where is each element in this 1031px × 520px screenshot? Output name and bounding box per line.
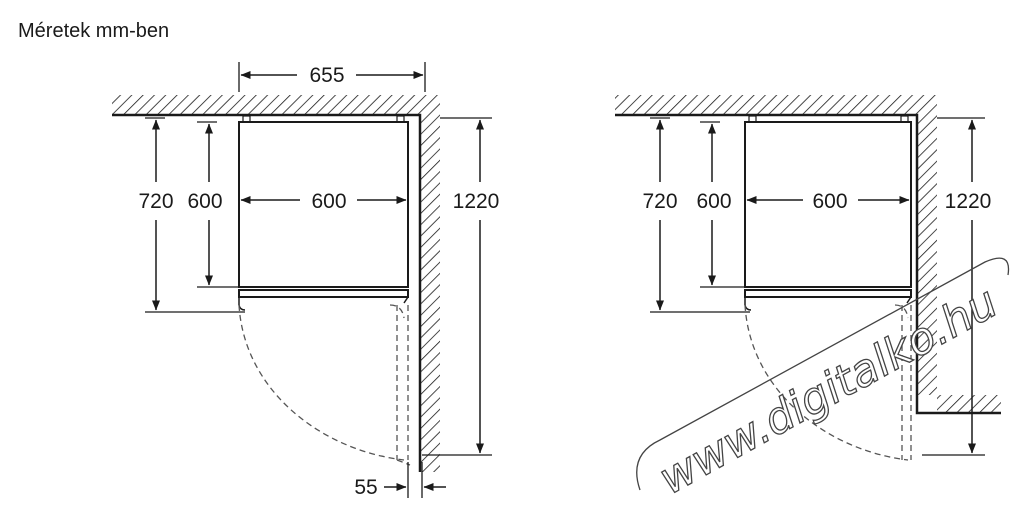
right-height-unit-label: 600 [696, 190, 731, 213]
left-dimension-lines [152, 71, 484, 491]
diagram-title: Méretek mm-ben [18, 20, 170, 42]
left-appliance [238, 115, 409, 311]
right-door-swing [744, 304, 912, 461]
right-dimension-lines [656, 119, 976, 454]
right-bottom-wall-hatch [937, 395, 1001, 413]
watermark-text: www.digitalko.hu [651, 277, 1006, 505]
left-extension-lines [145, 62, 492, 498]
left-side-wall-hatch [420, 115, 440, 472]
left-top-wall-hatch [112, 95, 440, 115]
right-top-wall-hatch [615, 95, 937, 115]
left-diagram: 655 720 600 600 1220 55 [112, 62, 499, 499]
right-side-wall-hatch [917, 115, 937, 395]
right-height-wall-label: 1220 [945, 190, 992, 213]
right-diagram: 720 600 600 1220 [615, 95, 1001, 461]
left-width-total-label: 655 [309, 64, 344, 87]
left-wall-line [112, 113, 422, 472]
left-door-swing [238, 304, 411, 466]
watermark: www.digitalko.hu [636, 257, 1010, 505]
left-height-unit-label: 600 [187, 190, 222, 213]
right-height-door-label: 720 [642, 190, 677, 213]
left-width-unit-label: 600 [311, 190, 346, 213]
left-height-door-label: 720 [138, 190, 173, 213]
right-appliance [744, 115, 912, 311]
right-wall-line [615, 113, 1001, 415]
watermark-swoosh [636, 257, 1010, 491]
left-gap-label: 55 [354, 476, 377, 499]
right-extension-lines [650, 117, 985, 456]
left-height-wall-label: 1220 [453, 190, 500, 213]
right-width-unit-label: 600 [812, 190, 847, 213]
